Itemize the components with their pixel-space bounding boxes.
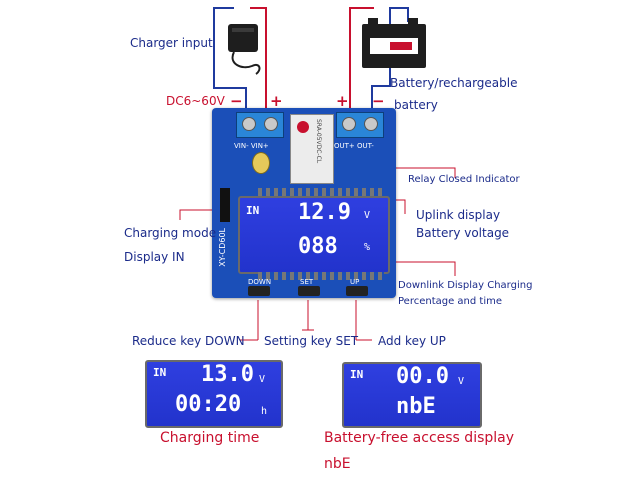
battery-plus-sign: +: [336, 92, 349, 110]
top-header-pins: [258, 188, 384, 196]
battery-free-caption-line2: nbE: [324, 456, 351, 472]
downlink-line2-label: Percentage and time: [398, 296, 503, 307]
bottom-header-pins: [258, 272, 384, 280]
charger-wire-negative: [213, 7, 247, 118]
relay-closed-label: Relay Closed Indicator: [408, 174, 520, 185]
reduce-key-label: Reduce key DOWN: [132, 334, 245, 348]
charging-time-caption: Charging time: [160, 430, 260, 446]
add-key-label: Add key UP: [378, 334, 446, 348]
battery-voltage-label: Battery voltage: [416, 226, 510, 240]
up-key-label: UP: [350, 278, 360, 286]
battery-free-lcd-top-unit: V: [458, 376, 465, 387]
dc-range-label: DC6~60V: [166, 94, 225, 108]
down-key-label: DOWN: [248, 278, 272, 286]
terminal-out-label: OUT+ OUT-: [334, 142, 374, 150]
charger-minus-sign: −: [230, 92, 243, 110]
battery-icon: [362, 18, 426, 68]
main-lcd-bottom-unit: %: [364, 242, 371, 253]
set-key-button[interactable]: [298, 286, 320, 296]
battery-free-lcd-in: IN: [350, 368, 364, 381]
model-label: XY-CD60L: [218, 228, 227, 267]
capacitor: [252, 152, 270, 174]
battery-label-line2: battery: [394, 98, 438, 112]
battery-free-lcd: IN 00.0 V nbE: [342, 362, 482, 428]
charger-wire-positive: [250, 7, 267, 118]
battery-minus-sign: −: [372, 92, 385, 110]
charger-plus-sign: +: [270, 92, 283, 110]
main-lcd: IN 12.9 V 088 %: [238, 196, 390, 274]
relay-component: SRA-05VDC-CL: [290, 114, 334, 184]
uplink-display-label: Uplink display: [416, 208, 501, 222]
battery-label-line1: Battery/rechargeable: [390, 76, 518, 90]
battery-free-caption-line1: Battery-free access display: [324, 430, 515, 446]
setting-key-label: Setting key SET: [264, 334, 359, 348]
charger-input-label: Charger input: [130, 36, 213, 50]
relay-leader: [370, 167, 456, 178]
battery-wire-positive: [349, 7, 374, 118]
charger-adapter-icon: [228, 24, 261, 75]
charging-time-lcd-top-unit: V: [259, 374, 266, 385]
display-in-label: Display IN: [124, 250, 185, 264]
set-key-label: SET: [300, 278, 314, 286]
charging-time-lcd-in: IN: [153, 366, 167, 379]
charging-time-lcd: IN 13.0 V 00:20 h: [145, 360, 283, 428]
down-key-button[interactable]: [248, 286, 270, 296]
battery-free-lcd-top-value: 00.0: [396, 364, 449, 389]
main-lcd-top-unit: V: [364, 210, 371, 221]
main-lcd-top-value: 12.9: [298, 200, 351, 225]
main-lcd-in: IN: [246, 204, 260, 217]
charging-time-lcd-bottom-unit: h: [261, 406, 268, 417]
downlink-line1-label: Downlink Display Charging: [398, 280, 533, 291]
charging-time-lcd-top-value: 13.0: [201, 362, 254, 387]
battery-free-lcd-bottom-value: nbE: [396, 394, 436, 419]
charging-time-lcd-bottom-value: 00:20: [175, 392, 242, 417]
diode: [220, 188, 230, 222]
charging-mode-label: Charging mode: [124, 226, 217, 240]
terminal-in-label: VIN- VIN+: [234, 142, 269, 150]
pcb-board: VIN- VIN+ OUT+ OUT- SRA-05VDC-CL XY-CD60…: [212, 108, 396, 298]
relay-text: SRA-05VDC-CL: [315, 119, 322, 164]
up-key-button[interactable]: [346, 286, 368, 296]
main-lcd-bottom-value: 088: [298, 234, 338, 259]
